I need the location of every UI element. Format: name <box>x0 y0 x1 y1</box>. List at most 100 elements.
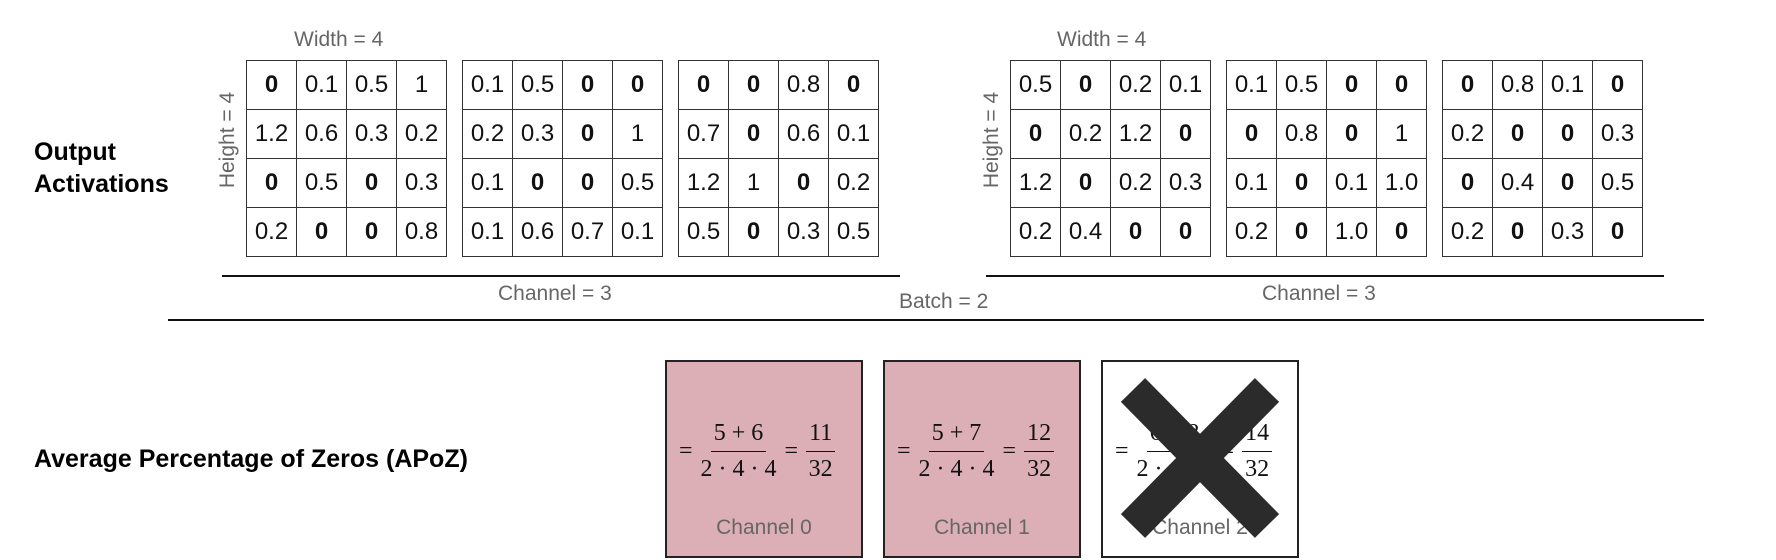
activation-cell: 0.3 <box>396 158 447 208</box>
activation-cell: 0 <box>1376 60 1427 110</box>
activation-cell: 0 <box>1542 158 1593 208</box>
activation-cell: 0 <box>778 158 829 208</box>
activation-cell: 0 <box>562 60 613 110</box>
output-activations-line1: Output <box>34 138 116 166</box>
denominator: 2 · 4 · 4 <box>918 456 995 482</box>
activation-cell: 0.1 <box>1226 158 1277 208</box>
activation-cell: 0.6 <box>296 109 347 159</box>
activation-cell: 0 <box>1276 207 1327 257</box>
denominator: 2 · 4 · 4 <box>700 456 777 482</box>
numerator: 5 + 6 <box>710 420 767 452</box>
activation-cell: 1.2 <box>1110 109 1161 159</box>
activation-cell: 0.5 <box>1592 158 1643 208</box>
activation-cell: 0 <box>562 109 613 159</box>
width-label-batch-1: Width = 4 <box>1057 28 1147 51</box>
activation-cell: 1.2 <box>678 158 729 208</box>
apoz-title: Average Percentage of Zeros (APoZ) <box>34 445 468 473</box>
activation-cell: 0.6 <box>512 207 563 257</box>
activation-cell: 0 <box>1060 158 1111 208</box>
activation-cell: 0.2 <box>246 207 297 257</box>
activation-cell: 0.7 <box>562 207 613 257</box>
activation-cell: 0.3 <box>512 109 563 159</box>
activation-cell: 0 <box>1160 109 1211 159</box>
activation-cell: 0.2 <box>396 109 447 159</box>
activation-cell: 1 <box>1376 109 1427 159</box>
activation-cell: 1.0 <box>1376 158 1427 208</box>
activation-cell: 0.1 <box>1542 60 1593 110</box>
activation-cell: 0 <box>1010 109 1061 159</box>
activation-cell: 0 <box>1592 207 1643 257</box>
activation-cell: 0 <box>296 207 347 257</box>
activation-cell: 0 <box>728 109 779 159</box>
activation-cell: 0 <box>512 158 563 208</box>
activation-cell: 0 <box>1376 207 1427 257</box>
activation-cell: 0 <box>612 60 663 110</box>
activation-cell: 0 <box>1542 109 1593 159</box>
equals-sign: = <box>1002 438 1017 464</box>
activation-cell: 0.5 <box>346 60 397 110</box>
activation-cell: 0.2 <box>1110 158 1161 208</box>
batch-line <box>168 319 1704 321</box>
apoz-channel-label: Channel 0 <box>716 516 812 539</box>
activation-cell: 0 <box>1326 60 1377 110</box>
apoz-channel-label: Channel 1 <box>934 516 1030 539</box>
activation-cell: 0 <box>828 60 879 110</box>
activation-cell: 0.5 <box>828 207 879 257</box>
activation-cell: 0.5 <box>678 207 729 257</box>
activation-cell: 0 <box>346 158 397 208</box>
activation-cell: 0 <box>1592 60 1643 110</box>
activation-cell: 0.2 <box>828 158 879 208</box>
activation-cell: 0.2 <box>1442 207 1493 257</box>
activation-cell: 0.5 <box>512 60 563 110</box>
activation-cell: 0 <box>1442 60 1493 110</box>
activation-cell: 0 <box>728 60 779 110</box>
activation-cell: 0.2 <box>462 109 513 159</box>
activation-cell: 0 <box>678 60 729 110</box>
result-denominator: 32 <box>1027 456 1052 482</box>
activation-cell: 0.3 <box>1592 109 1643 159</box>
channel-line-batch-1 <box>986 275 1664 277</box>
activation-cell: 1 <box>728 158 779 208</box>
height-label-batch-0: Height = 4 <box>216 91 239 189</box>
activation-cell: 0 <box>246 158 297 208</box>
activation-cell: 0.8 <box>778 60 829 110</box>
activation-cell: 0.8 <box>396 207 447 257</box>
x-mark-icon <box>1120 378 1280 538</box>
activation-cell: 0 <box>1442 158 1493 208</box>
activation-cell: 1 <box>396 60 447 110</box>
activation-cell: 0.1 <box>462 158 513 208</box>
activation-cell: 0.8 <box>1492 60 1543 110</box>
activation-cell: 0.2 <box>1442 109 1493 159</box>
activation-cell: 0.5 <box>1010 60 1061 110</box>
equals-sign: = <box>679 438 693 464</box>
batch-label: Batch = 2 <box>899 290 989 313</box>
channel-label-batch-0: Channel = 3 <box>498 282 612 305</box>
activation-cell: 0.3 <box>1542 207 1593 257</box>
activation-cell: 1.2 <box>1010 158 1061 208</box>
activation-cell: 0.5 <box>612 158 663 208</box>
fraction: 5 + 6 2 · 4 · 4 <box>701 420 777 483</box>
activation-cell: 0.6 <box>778 109 829 159</box>
